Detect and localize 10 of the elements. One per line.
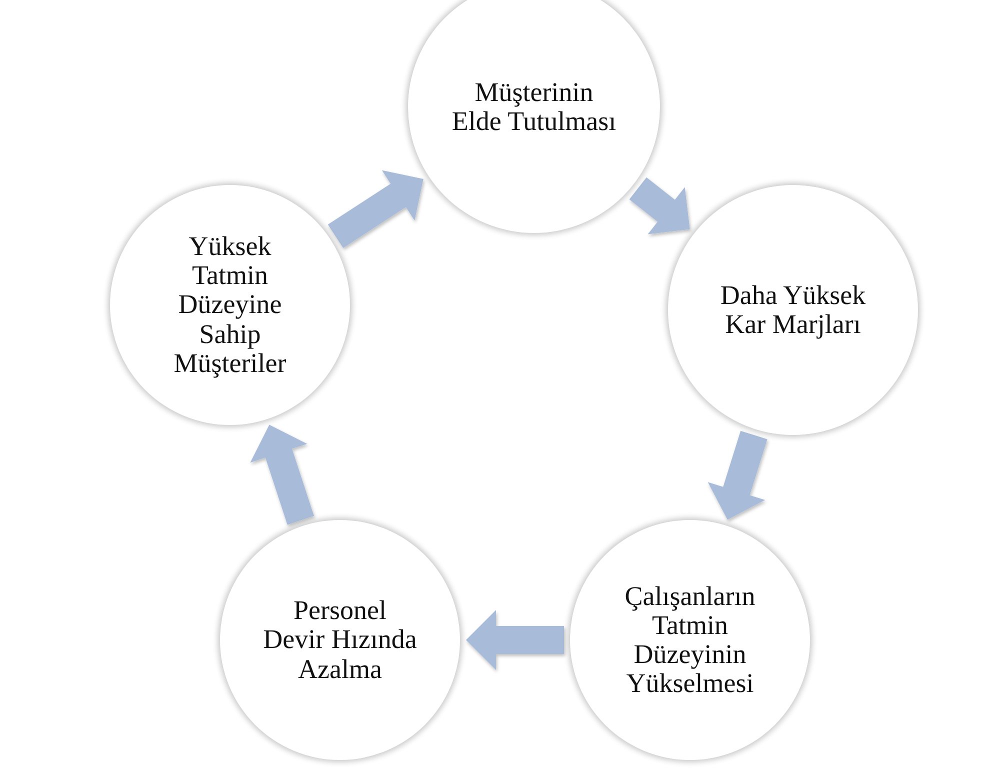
block-arrow <box>250 424 314 525</box>
block-arrow <box>708 430 768 520</box>
node-label: Personel Devir Hızında Azalma <box>262 596 418 684</box>
node-label: Yüksek Tatmin Düzeyine Sahip Müşteriler <box>172 232 288 378</box>
block-arrow <box>629 177 690 234</box>
block-arrow <box>466 610 564 670</box>
node-label: Müşterinin Elde Tutulması <box>450 78 618 136</box>
node-label: Çalışanların Tatmin Düzeyinin Yükselmesi <box>624 582 756 698</box>
block-arrow <box>328 170 424 248</box>
node-label: Daha Yüksek Kar Marjları <box>719 280 867 340</box>
